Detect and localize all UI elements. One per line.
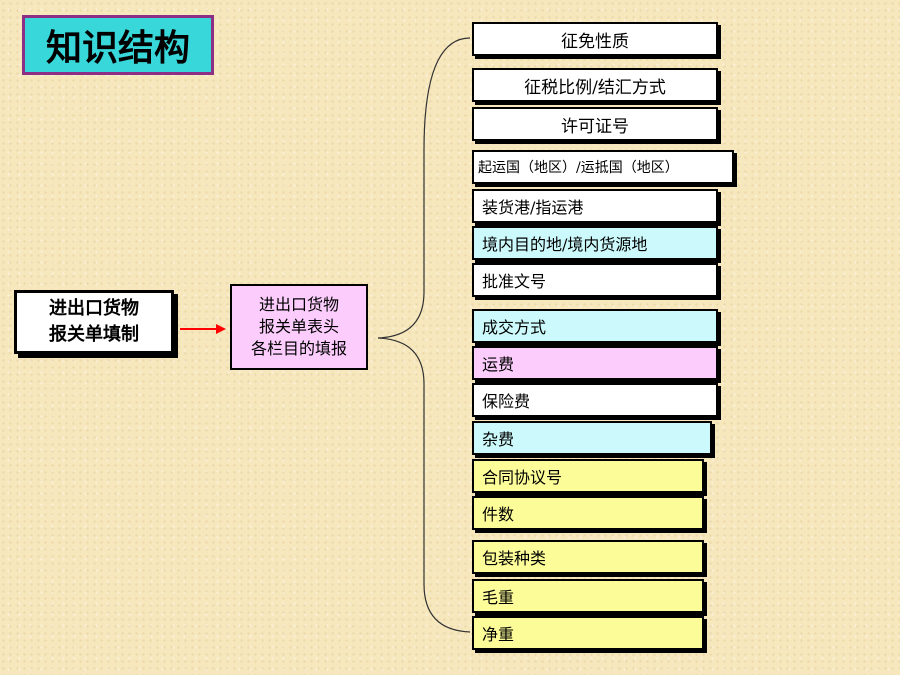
source-box: 进出口货物 报关单填制	[14, 290, 174, 354]
item-box: 境内目的地/境内货源地	[472, 226, 718, 260]
item-box: 成交方式	[472, 309, 718, 343]
source-box-line-1: 进出口货物	[49, 298, 139, 319]
arrow-head	[216, 324, 226, 334]
item-box: 杂费	[472, 421, 712, 455]
source-box-line-2: 报关单填制	[49, 324, 139, 345]
item-box: 征税比例/结汇方式	[472, 68, 718, 102]
item-box: 许可证号	[472, 107, 718, 141]
center-box-line-3: 各栏目的填报	[250, 339, 347, 358]
center-box: 进出口货物 报关单表头 各栏目的填报	[230, 284, 368, 370]
item-box: 批准文号	[472, 263, 718, 297]
item-box: 运费	[472, 346, 718, 380]
center-box-line-2: 报关单表头	[258, 317, 339, 336]
item-box: 包装种类	[472, 540, 704, 574]
brace	[377, 37, 471, 633]
center-box-line-1: 进出口货物	[258, 295, 339, 314]
page-title: 知识结构	[22, 15, 214, 75]
item-box: 合同协议号	[472, 459, 704, 493]
item-box: 毛重	[472, 579, 704, 613]
item-box: 起运国（地区）/运抵国（地区）	[472, 150, 734, 184]
item-box: 净重	[472, 616, 704, 650]
item-box: 件数	[472, 496, 704, 530]
item-box: 保险费	[472, 383, 718, 417]
item-box: 装货港/指运港	[472, 189, 718, 223]
item-box: 征免性质	[472, 22, 718, 56]
